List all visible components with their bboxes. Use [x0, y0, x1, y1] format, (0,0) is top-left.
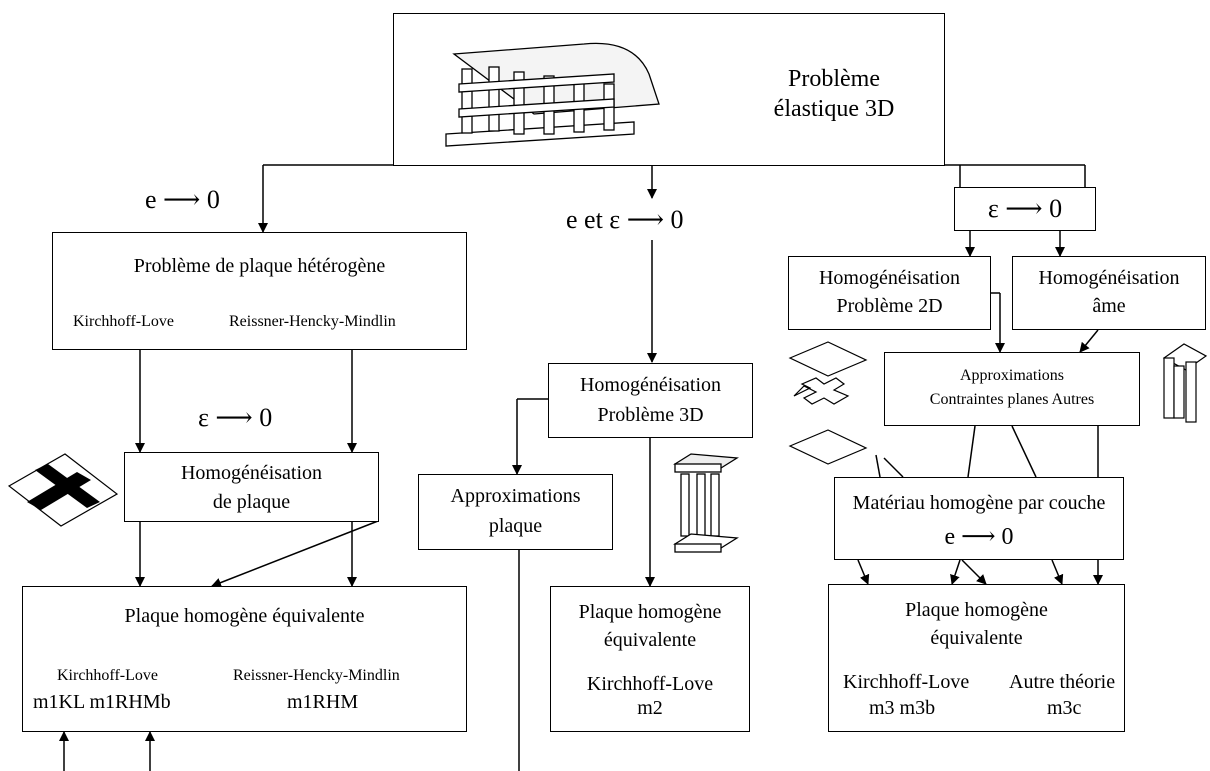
right-plate-autre: Autre théorie: [1009, 671, 1116, 693]
heterogeneous-kl: Kirchhoff-Love: [73, 313, 174, 330]
left-eps-label: ε ⟶ 0: [198, 403, 273, 432]
homogenization-3d-line1: Homogénéisation: [579, 374, 722, 396]
homogenization-2d-line2: Problème 2D: [836, 295, 943, 317]
right-eps-box: ε ⟶ 0: [954, 187, 1096, 231]
right-approximations-line1: Approximations: [960, 367, 1064, 384]
middle-plate-line1: Plaque homogène: [578, 601, 722, 623]
homogenization-2d-line1: Homogénéisation: [818, 267, 961, 289]
left-limit-label: e ⟶ 0: [145, 185, 220, 214]
right-equivalent-plate-box: Plaque homogène équivalente Kirchhoff-Lo…: [828, 584, 1125, 732]
homogenization-2d-box: Homogénéisation Problème 2D: [788, 256, 991, 330]
left-equivalent-plate-title: Plaque homogène équivalente: [124, 605, 365, 627]
layer-material-line1: Matériau homogène par couche: [852, 492, 1106, 514]
core-homogenization-line2: âme: [1092, 295, 1126, 317]
middle-limit-label: e et ε ⟶ 0: [566, 205, 684, 234]
plate-homogenization-line1: Homogénéisation: [180, 462, 323, 484]
sandwich-panel-illustration: [445, 42, 660, 147]
core-cell-icon: [1162, 343, 1208, 423]
heterogeneous-plate-box: Problème de plaque hétérogène Kirchhoff-…: [52, 232, 467, 350]
core-homogenization-box: Homogénéisation âme: [1012, 256, 1206, 330]
unit-cell-icon: [673, 453, 739, 553]
right-plate-line2: équivalente: [930, 627, 1023, 649]
right-plate-m3: m3 m3b: [869, 697, 936, 719]
middle-equivalent-plate-box: Plaque homogène équivalente Kirchhoff-Lo…: [550, 586, 750, 732]
plate-approximations-line1: Approximations: [450, 485, 581, 507]
right-approximations-box: Approximations Contraintes planes Autres: [884, 352, 1140, 426]
problem-3d-line1: Problème: [788, 66, 880, 92]
right-plate-line1: Plaque homogène: [905, 599, 1048, 621]
layer-decomposition-icon: [788, 341, 868, 465]
problem-3d-line2: élastique 3D: [773, 96, 895, 122]
middle-plate-kl: Kirchhoff-Love: [586, 673, 714, 695]
heterogeneous-plate-title: Problème de plaque hétérogène: [133, 255, 386, 277]
plate-approximations-box: Approximations plaque: [418, 474, 613, 550]
right-plate-m3c: m3c: [1047, 697, 1082, 719]
middle-plate-m2: m2: [637, 697, 663, 719]
plate-homogenization-line2: de plaque: [212, 491, 291, 513]
layer-material-box: Matériau homogène par couche e ⟶ 0: [834, 477, 1124, 560]
left-plate-kl: Kirchhoff-Love: [57, 667, 158, 684]
left-equivalent-plate-box: Plaque homogène équivalente Kirchhoff-Lo…: [22, 586, 467, 732]
homogenization-3d-box: Homogénéisation Problème 3D: [548, 363, 753, 438]
right-plate-kl: Kirchhoff-Love: [843, 671, 970, 693]
plate-homogenization-box: Homogénéisation de plaque: [124, 452, 379, 522]
problem-3d-box: Problème élastique 3D: [393, 13, 945, 166]
core-homogenization-line1: Homogénéisation: [1038, 267, 1180, 289]
homogenization-3d-line2: Problème 3D: [597, 404, 704, 426]
cross-plate-icon: [7, 453, 119, 527]
middle-plate-line2: équivalente: [603, 629, 697, 651]
right-eps-label: ε ⟶ 0: [987, 194, 1063, 223]
plate-approximations-line2: plaque: [488, 515, 543, 537]
heterogeneous-rhm: Reissner-Hencky-Mindlin: [229, 313, 396, 330]
left-plate-m1: m1KL m1RHMb: [33, 691, 171, 713]
right-approximations-line2: Contraintes planes Autres: [929, 391, 1095, 408]
layer-material-line2: e ⟶ 0: [944, 524, 1014, 550]
left-plate-rhm: Reissner-Hencky-Mindlin: [233, 667, 400, 684]
left-plate-m1rhm: m1RHM: [287, 691, 359, 713]
